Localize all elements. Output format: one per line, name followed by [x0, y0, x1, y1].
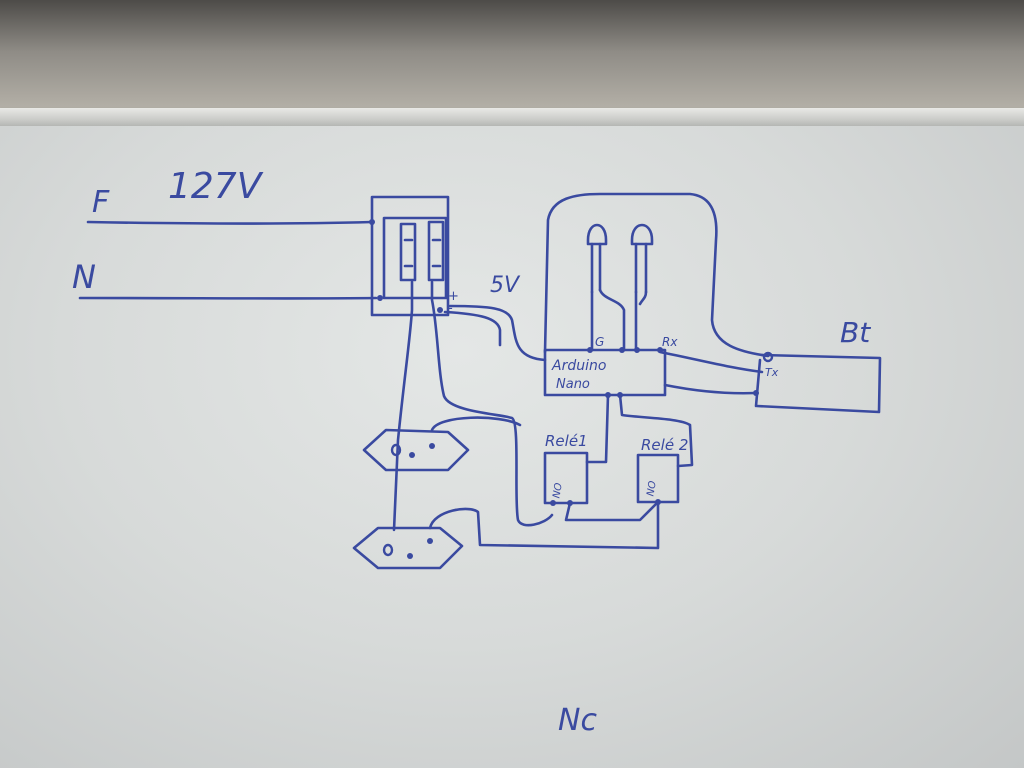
- plus-label: +: [448, 289, 459, 304]
- no2-label: NO: [645, 480, 659, 497]
- gnd-label: G: [595, 335, 604, 349]
- wall-background: [0, 0, 1024, 115]
- tx-label: Tx: [765, 366, 779, 379]
- whiteboard-frame: [0, 108, 1024, 128]
- no1-label: NO: [551, 482, 565, 499]
- whiteboard: [0, 126, 1024, 768]
- phase-wire: [86, 220, 374, 225]
- led-2: [630, 223, 654, 352]
- outlet-1: [362, 428, 470, 472]
- relay-control-wires: [585, 393, 694, 468]
- outlet-2: [352, 526, 464, 570]
- bt-label: Bt: [840, 316, 871, 349]
- serial-wires: [658, 350, 764, 408]
- nc-label: Nc: [558, 703, 597, 738]
- rx-label: Rx: [662, 335, 678, 349]
- led-loop-wire: [543, 192, 770, 358]
- rele2-label: Relé 2: [641, 436, 688, 454]
- voltage-label: 127V: [168, 166, 264, 207]
- relay-2: [636, 453, 680, 505]
- rele1-label: Relé1: [545, 432, 588, 450]
- power-supply-module: [369, 195, 450, 317]
- nano-label: Nano: [556, 377, 590, 392]
- neutral-label: N: [72, 258, 96, 296]
- arduino-label: Arduino: [551, 358, 606, 374]
- bluetooth-module: [753, 351, 882, 414]
- mains-distribution-wires: [392, 280, 660, 550]
- minus-label: -: [448, 301, 453, 316]
- phase-label: F: [92, 185, 110, 220]
- arduino-nano: [543, 347, 667, 398]
- led-1: [586, 223, 626, 352]
- five-volt-label: 5V: [490, 273, 521, 298]
- five-volt-wire: [443, 304, 547, 362]
